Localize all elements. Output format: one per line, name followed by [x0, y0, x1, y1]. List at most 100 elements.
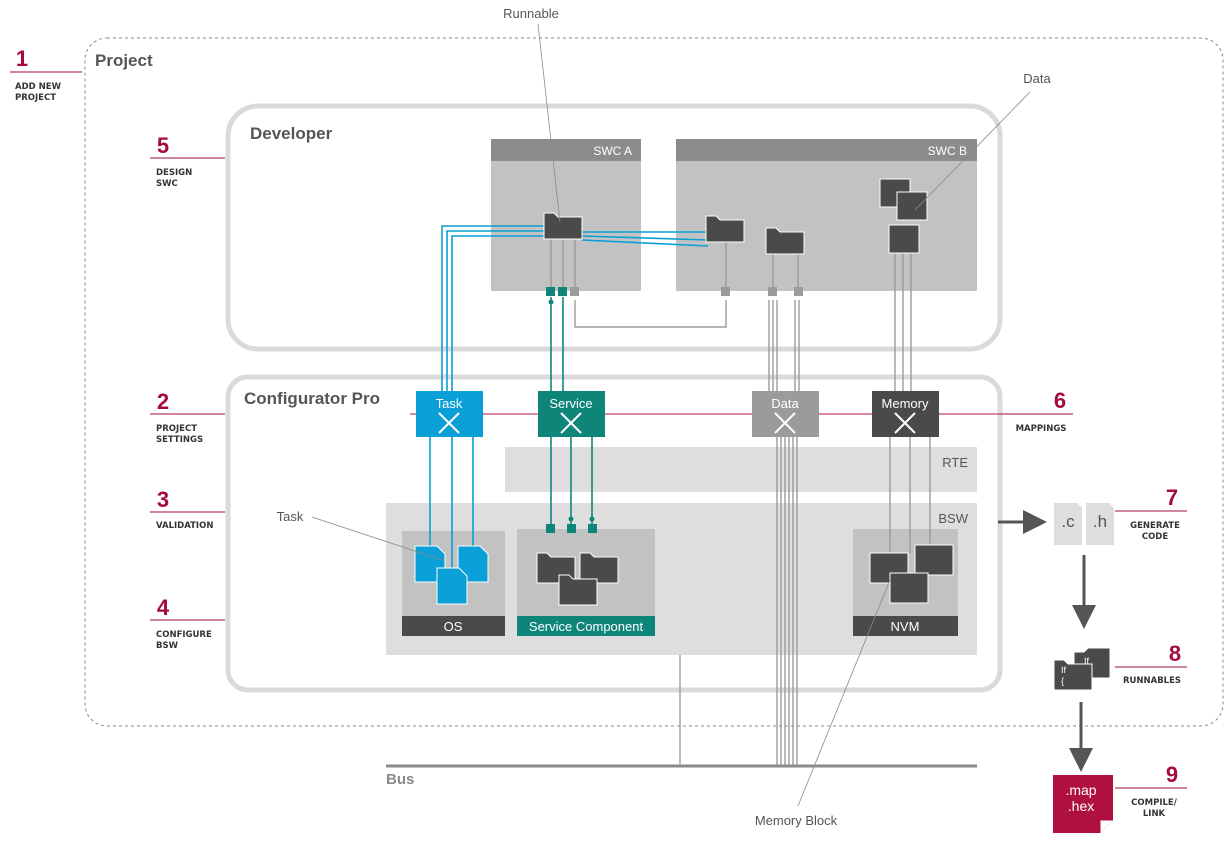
data-item-icon-2 — [896, 191, 928, 221]
data-port-b3 — [794, 287, 803, 296]
step-label: LINK — [1143, 809, 1166, 819]
step-label: CODE — [1142, 532, 1169, 542]
swc-b-box — [676, 139, 977, 291]
os-task-files — [414, 545, 489, 605]
developer-title: Developer — [250, 124, 333, 143]
swc-a-label: SWC A — [593, 144, 632, 158]
svg-text:.map: .map — [1065, 782, 1096, 798]
step-number: 6 — [1054, 388, 1066, 413]
nvm-label: NVM — [891, 619, 920, 634]
memory-block-icon-2 — [914, 544, 954, 576]
svg-text:Memory: Memory — [882, 396, 929, 411]
os-label: OS — [444, 619, 463, 634]
step-label: RUNNABLES — [1123, 676, 1181, 686]
svg-text:If: If — [1084, 656, 1090, 666]
os-module-footer — [402, 616, 505, 636]
step-number: 8 — [1169, 641, 1181, 666]
step-number: 9 — [1166, 762, 1178, 787]
step-label: ADD NEW — [15, 82, 62, 92]
step-label: VALIDATION — [156, 521, 213, 531]
task-file-icon-3 — [436, 567, 468, 605]
callout-task: Task — [277, 509, 304, 524]
step-label: DESIGN — [156, 168, 192, 178]
data-port-b1 — [721, 287, 730, 296]
mapping-data: Data — [752, 391, 819, 437]
ports — [546, 287, 803, 533]
step-number: 1 — [16, 46, 28, 71]
service-connections — [550, 297, 593, 525]
step-number: 4 — [157, 595, 170, 620]
step-number: 7 — [1166, 485, 1178, 510]
service-folder-icon-3 — [558, 574, 598, 606]
step-label: PROJECT — [15, 93, 56, 103]
bsw-service-port-2 — [567, 524, 576, 533]
swc-b-folder-icon-1 — [705, 215, 745, 243]
step-label: SETTINGS — [156, 435, 203, 445]
service-component-label: Service Component — [529, 619, 644, 634]
nvm-module-footer — [853, 616, 958, 636]
callout-runnable: Runnable — [503, 6, 559, 21]
mapping-service: Service — [538, 391, 605, 437]
svg-text:If: If — [1061, 665, 1067, 675]
swc-b-label: SWC B — [928, 144, 967, 158]
memory-block-icon-3 — [889, 572, 929, 604]
callout-memory-block: Memory Block — [755, 813, 838, 828]
mapping-memory: Memory — [872, 391, 939, 437]
step-label: PROJECT — [156, 424, 197, 434]
rte-layer — [505, 447, 977, 492]
service-port-2 — [558, 287, 567, 296]
bsw-service-port-3 — [588, 524, 597, 533]
data-port-b2 — [768, 287, 777, 296]
configurator-title: Configurator Pro — [244, 389, 380, 408]
project-frame — [84, 37, 1224, 727]
data-items — [879, 178, 928, 254]
step-label: BSW — [156, 641, 179, 651]
swc-b-header — [676, 139, 977, 161]
compiled-output-file: .map .hex — [1053, 775, 1113, 833]
swc-a-header — [491, 139, 641, 161]
runnable-folder-icon — [543, 212, 583, 240]
step-number: 3 — [157, 487, 169, 512]
data-connections — [550, 238, 931, 766]
swc-b-folder-icon-2 — [765, 227, 805, 255]
rte-label: RTE — [942, 455, 968, 470]
bsw-service-port-1 — [546, 524, 555, 533]
svg-text:{: { — [1061, 676, 1064, 686]
step-label: MAPPINGS — [1016, 424, 1067, 434]
bsw-label: BSW — [938, 511, 968, 526]
mapping-task: Task — [416, 391, 483, 437]
step-label: SWC — [156, 179, 178, 189]
data-port-a — [570, 287, 579, 296]
step-label: COMPILE/ — [1131, 798, 1178, 808]
runnables-files: If If { — [1053, 647, 1111, 691]
service-component-footer — [517, 616, 655, 636]
svg-text:.h: .h — [1093, 512, 1107, 531]
data-item-icon-3 — [888, 224, 920, 254]
nvm-memory-blocks — [869, 544, 954, 604]
svg-text:.hex: .hex — [1068, 798, 1094, 814]
bus-label: Bus — [386, 771, 414, 788]
svg-text:Data: Data — [771, 396, 799, 411]
callout-data: Data — [1023, 71, 1051, 86]
runnable-folders — [543, 212, 805, 255]
generated-c-file: .c — [1054, 503, 1082, 545]
generated-h-file: .h — [1086, 503, 1114, 545]
svg-text:.c: .c — [1061, 512, 1075, 531]
step-label: CONFIGURE — [156, 630, 212, 640]
step-label: GENERATE — [1130, 521, 1180, 531]
svg-text:Service: Service — [549, 396, 592, 411]
step-number: 2 — [157, 389, 169, 414]
svg-text:Task: Task — [436, 396, 463, 411]
step-number: 5 — [157, 133, 169, 158]
